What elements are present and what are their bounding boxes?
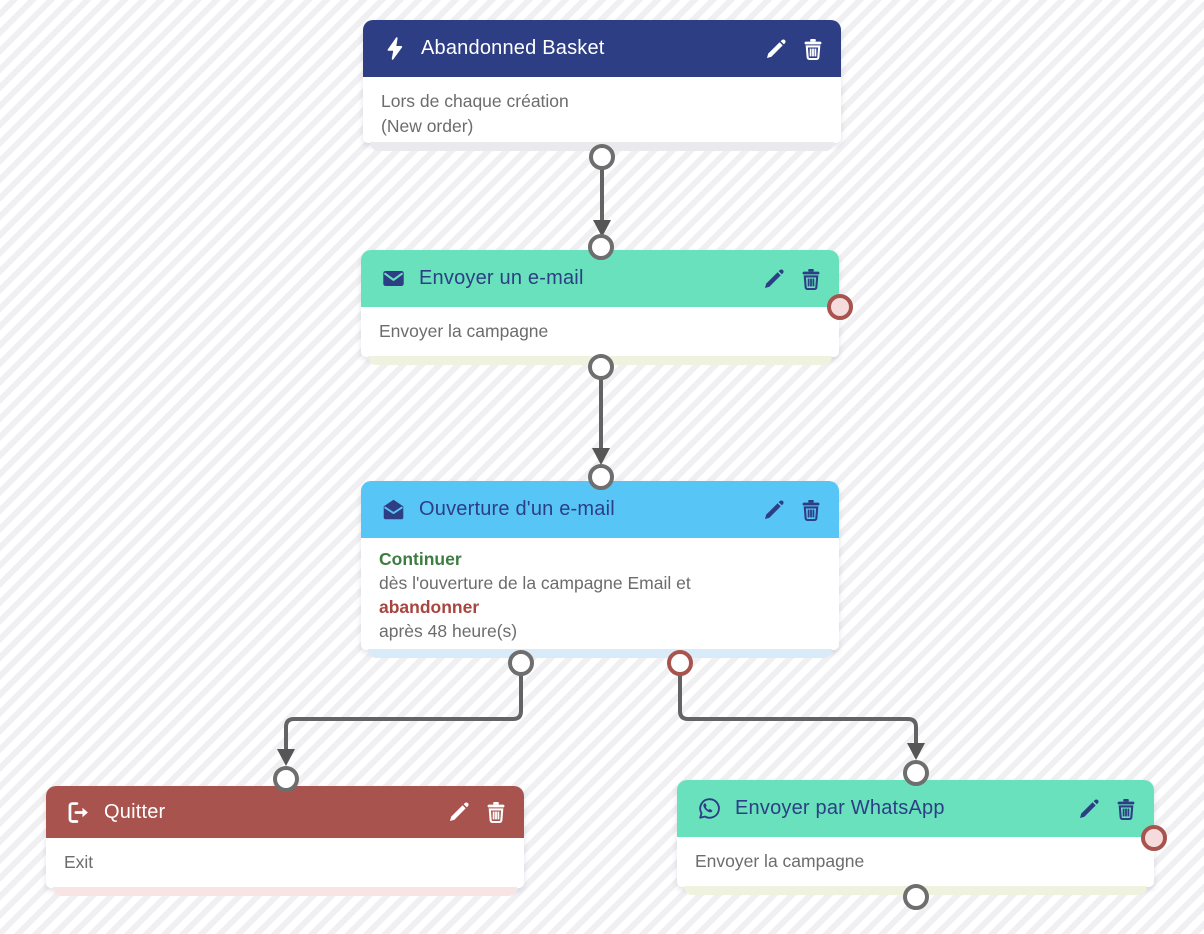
node-header[interactable]: Quitter xyxy=(46,786,524,838)
port-open-out-abandon[interactable] xyxy=(667,650,693,676)
port-whatsapp-out[interactable] xyxy=(903,884,929,910)
node-title: Quitter xyxy=(104,800,166,823)
envelope-open-icon xyxy=(381,497,406,522)
node-envoyer-email[interactable]: Envoyer un e-mail Envoyer la campagne xyxy=(361,250,839,365)
node-header[interactable]: Abandonned Basket xyxy=(363,20,841,77)
arrowhead-whatsapp xyxy=(907,743,925,760)
description-line: (New order) xyxy=(381,115,474,136)
port-trigger-out[interactable] xyxy=(589,144,615,170)
port-email-in[interactable] xyxy=(588,234,614,260)
port-open-out-continue[interactable] xyxy=(508,650,534,676)
node-envoyer-whatsapp[interactable]: Envoyer par WhatsApp Envoyer la campagne xyxy=(677,780,1154,895)
port-open-in[interactable] xyxy=(588,464,614,490)
arrowhead-open xyxy=(592,448,610,465)
whatsapp-icon xyxy=(697,796,722,821)
node-description: Envoyer la campagne xyxy=(677,837,1154,886)
port-quit-in[interactable] xyxy=(273,766,299,792)
connector-open-to-whatsapp xyxy=(678,674,918,747)
node-abandonned-basket[interactable]: Abandonned Basket Lors de chaque créatio… xyxy=(363,20,841,151)
node-header[interactable]: Envoyer par WhatsApp xyxy=(677,780,1154,837)
node-description: Continuer dès l'ouverture de la campagne… xyxy=(361,538,839,651)
node-shadow-strip xyxy=(368,649,832,658)
edit-icon[interactable] xyxy=(764,37,788,61)
sign-out-icon xyxy=(66,800,91,825)
edit-icon[interactable] xyxy=(762,498,786,522)
continue-label: Continuer xyxy=(379,549,462,569)
delete-icon[interactable] xyxy=(1114,797,1138,821)
delete-icon[interactable] xyxy=(484,800,508,824)
node-description: Envoyer la campagne xyxy=(361,307,839,356)
node-ouverture-email[interactable]: Ouverture d'un e-mail Continuer dès l'ou… xyxy=(361,481,839,658)
node-title: Ouverture d'un e-mail xyxy=(419,498,615,520)
description-line: Envoyer la campagne xyxy=(695,851,865,871)
node-quitter[interactable]: Quitter Exit xyxy=(46,786,524,896)
edit-icon[interactable] xyxy=(447,800,471,824)
description-line: Envoyer la campagne xyxy=(379,321,549,341)
port-email-out[interactable] xyxy=(588,354,614,380)
node-description: Exit xyxy=(46,838,524,887)
port-whatsapp-side[interactable] xyxy=(1141,825,1167,851)
delete-icon[interactable] xyxy=(799,267,823,291)
delete-icon[interactable] xyxy=(799,498,823,522)
description-line: dès l'ouverture de la campagne Email et xyxy=(379,573,691,593)
node-title: Envoyer un e-mail xyxy=(419,267,584,289)
port-email-side[interactable] xyxy=(827,294,853,320)
node-description: Lors de chaque création (New order) xyxy=(363,77,841,150)
node-title: Abandonned Basket xyxy=(421,37,605,59)
node-header[interactable]: Ouverture d'un e-mail xyxy=(361,481,839,538)
connector-open-to-quit xyxy=(284,674,523,753)
arrowhead-quit xyxy=(277,749,295,766)
lightning-icon xyxy=(383,36,408,61)
edit-icon[interactable] xyxy=(762,267,786,291)
port-whatsapp-in[interactable] xyxy=(903,760,929,786)
edit-icon[interactable] xyxy=(1077,797,1101,821)
description-line: Lors de chaque création xyxy=(381,91,569,111)
delete-icon[interactable] xyxy=(801,37,825,61)
envelope-icon xyxy=(381,266,406,291)
abandon-label: abandonner xyxy=(379,597,480,617)
node-shadow-strip xyxy=(53,887,517,896)
node-title: Envoyer par WhatsApp xyxy=(735,797,945,819)
description-line: après 48 heure(s) xyxy=(379,621,518,641)
description-line: Exit xyxy=(64,852,94,872)
